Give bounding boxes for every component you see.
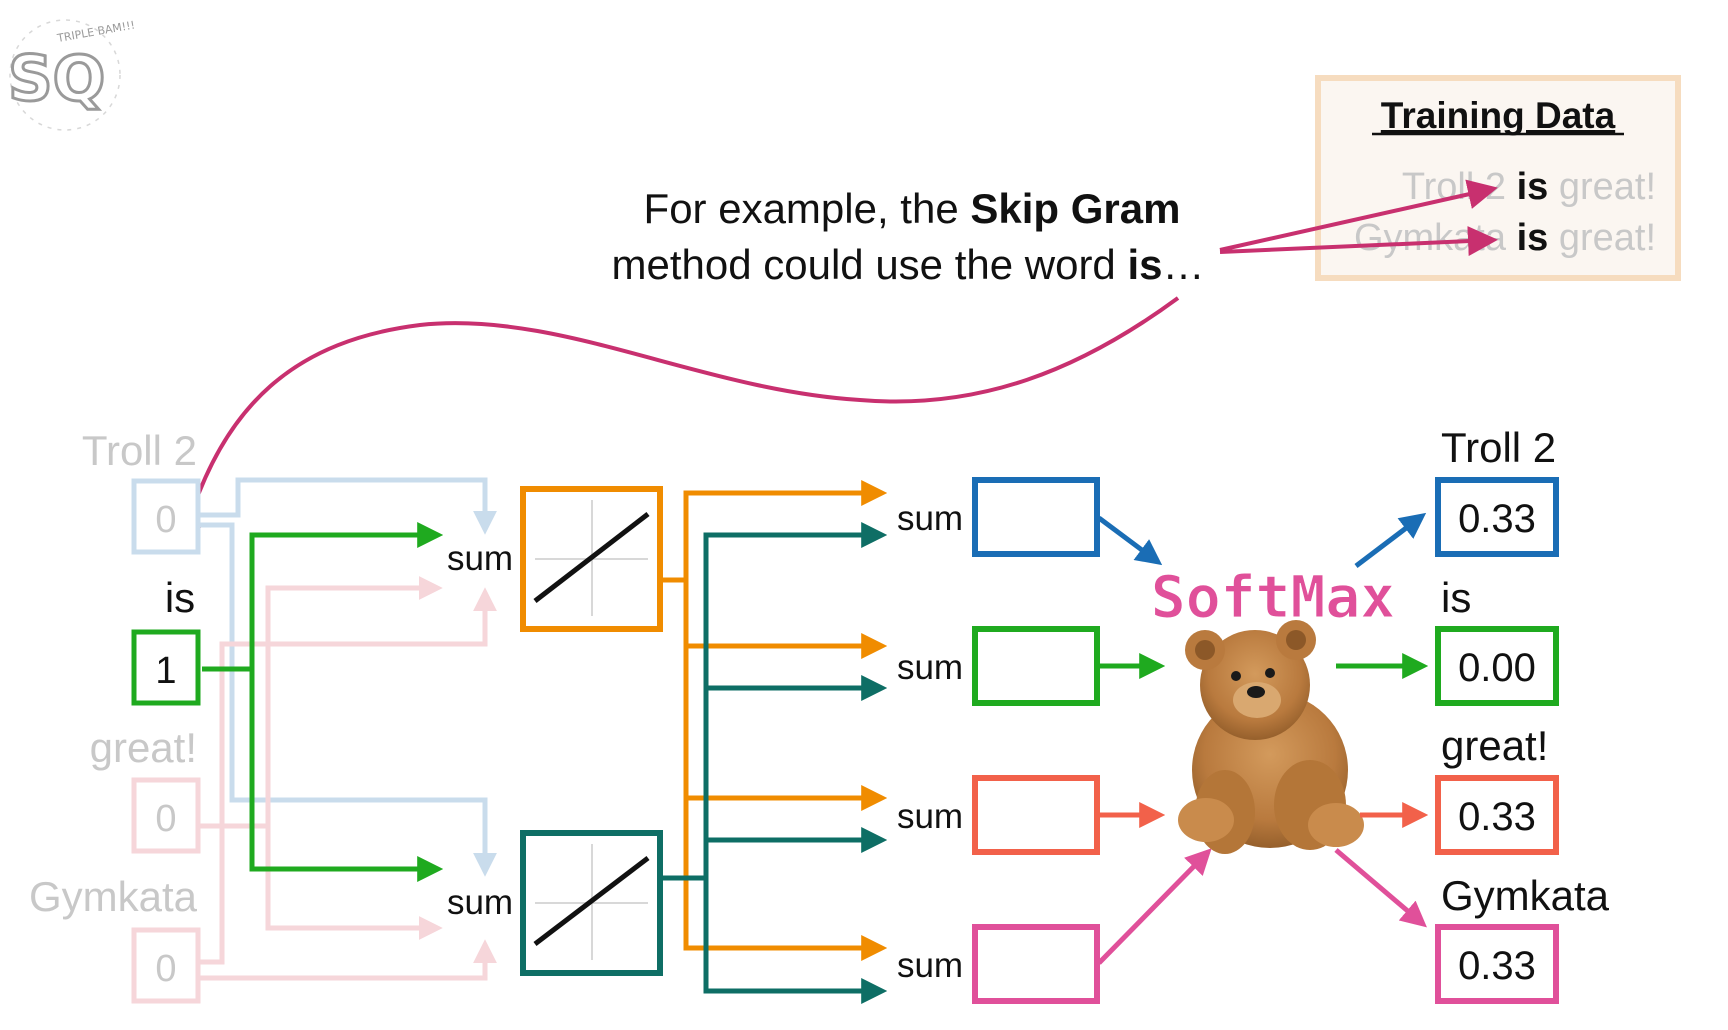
statquest-logo: SQ TRIPLE BAM!!! bbox=[7, 19, 136, 131]
output-sum-4: sum bbox=[897, 946, 963, 985]
output-great: great! 0.33 bbox=[1435, 722, 1559, 855]
training-row-2-mid: is bbox=[1517, 217, 1549, 259]
caption-line1-bold: Skip Gram bbox=[970, 185, 1180, 232]
output-great-value: 0.33 bbox=[1458, 795, 1536, 839]
hidden-to-output-connections bbox=[660, 480, 888, 1004]
output-sum-box-blue bbox=[972, 477, 1100, 557]
training-row-1: Troll 2 is great! bbox=[1402, 166, 1656, 208]
input-is-label: is bbox=[165, 574, 195, 621]
output-great-label: great! bbox=[1441, 722, 1548, 769]
softmax-function: SoftMax bbox=[1150, 563, 1396, 854]
logo-letters: SQ bbox=[8, 42, 105, 115]
input-great: great! 0 bbox=[90, 724, 201, 854]
output-sum-box-green bbox=[972, 626, 1100, 706]
caption-line2-pre: method could use the word bbox=[611, 241, 1127, 288]
output-is-label: is bbox=[1441, 574, 1471, 621]
curved-arrow-to-is-input bbox=[173, 296, 1180, 551]
softmax-label: SoftMax bbox=[1151, 563, 1395, 631]
training-row-2-left: Gymkata bbox=[1354, 217, 1507, 259]
output-troll2-value: 0.33 bbox=[1458, 497, 1536, 541]
svg-text:method could use the word is…: method could use the word is… bbox=[611, 241, 1204, 288]
svg-text:Gymkata is great!: Gymkata is great! bbox=[1354, 217, 1656, 259]
input-troll2-value: 0 bbox=[155, 499, 176, 541]
training-row-2-right: great! bbox=[1559, 217, 1656, 259]
input-gymkata: Gymkata 0 bbox=[29, 873, 201, 1004]
output-gymkata: Gymkata 0.33 bbox=[1435, 872, 1610, 1004]
output-sum-1: sum bbox=[897, 499, 963, 538]
arrow-to-row2 bbox=[1219, 226, 1498, 257]
identity-activation-line bbox=[533, 856, 650, 946]
hidden-sum-1: sum bbox=[447, 539, 513, 578]
output-gymkata-value: 0.33 bbox=[1458, 944, 1536, 988]
svg-text:Troll 2 is great!: Troll 2 is great! bbox=[1402, 166, 1656, 208]
input-troll2: Troll 2 0 bbox=[82, 427, 201, 555]
teddy-bear-image bbox=[1178, 620, 1364, 854]
activation-node-orange bbox=[520, 486, 663, 632]
output-is-value: 0.00 bbox=[1458, 646, 1536, 690]
faded-connections bbox=[200, 477, 497, 981]
hidden-sum-2: sum bbox=[447, 883, 513, 922]
caption: For example, the Skip Gram method could … bbox=[611, 185, 1204, 288]
input-layer: Troll 2 0 is 1 great! 0 Gymkata 0 bbox=[29, 427, 201, 1004]
training-row-1-left: Troll 2 bbox=[1402, 166, 1506, 208]
output-troll2: Troll 2 0.33 bbox=[1435, 424, 1559, 557]
output-gymkata-label: Gymkata bbox=[1441, 872, 1610, 919]
output-sum-layer: sum sum sum sum bbox=[897, 477, 1100, 1004]
output-sum-box-pink bbox=[972, 924, 1100, 1004]
input-great-value: 0 bbox=[155, 798, 176, 840]
training-row-2: Gymkata is great! bbox=[1354, 217, 1656, 259]
hidden-layer: sum sum bbox=[447, 486, 663, 976]
svg-text:For example, the Skip Gram: For example, the Skip Gram bbox=[644, 185, 1181, 232]
input-great-label: great! bbox=[90, 724, 197, 771]
training-data-panel: Training Data Troll 2 is great! Gymkata … bbox=[1315, 75, 1681, 281]
output-troll2-label: Troll 2 bbox=[1441, 424, 1556, 471]
input-gymkata-label: Gymkata bbox=[29, 873, 198, 920]
identity-activation-line bbox=[533, 512, 650, 603]
input-is-value: 1 bbox=[155, 650, 176, 692]
input-troll2-label: Troll 2 bbox=[82, 427, 197, 474]
output-sum-2: sum bbox=[897, 648, 963, 687]
output-sum-3: sum bbox=[897, 797, 963, 836]
caption-line1-pre: For example, the bbox=[644, 185, 971, 232]
training-data-title: Training Data bbox=[1381, 95, 1616, 136]
pointer-arrows bbox=[173, 179, 1498, 551]
caption-line2-post: … bbox=[1163, 241, 1205, 288]
training-row-1-right: great! bbox=[1559, 166, 1656, 208]
output-layer: Troll 2 0.33 is 0.00 great! 0.33 Gymkata… bbox=[1435, 424, 1610, 1004]
activation-node-teal bbox=[520, 830, 663, 976]
input-is: is 1 bbox=[131, 574, 201, 706]
output-is: is 0.00 bbox=[1435, 574, 1559, 706]
input-gymkata-value: 0 bbox=[155, 948, 176, 990]
arrow-to-row1 bbox=[1219, 179, 1498, 252]
caption-line2-bold: is bbox=[1127, 241, 1162, 288]
is-input-connections bbox=[202, 522, 444, 882]
training-row-1-mid: is bbox=[1517, 166, 1549, 208]
softmax-to-output-arrows bbox=[1334, 512, 1429, 928]
output-sum-box-red bbox=[972, 775, 1100, 855]
sum-to-softmax-arrows bbox=[1097, 515, 1212, 965]
